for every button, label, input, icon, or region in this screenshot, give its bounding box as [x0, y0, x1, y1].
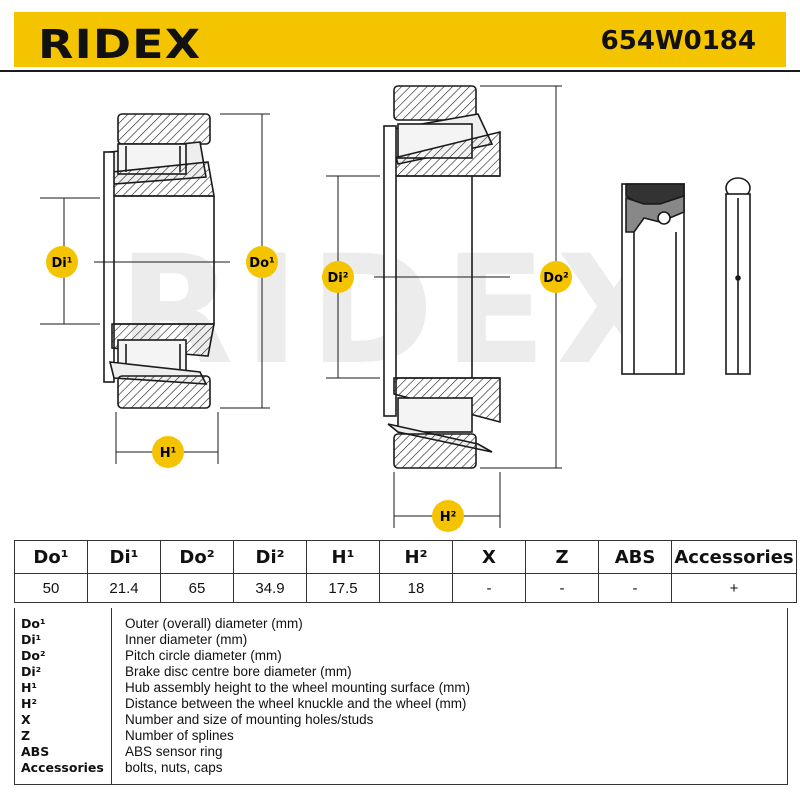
- bearing-2: [383, 85, 501, 469]
- legend-item: Do¹ Outer (overall) diameter (mm): [15, 616, 787, 632]
- spec-value: 17.5: [306, 573, 380, 603]
- legend-desc: Number and size of mounting holes/studs: [125, 712, 374, 727]
- legend-key: Accessories: [21, 760, 104, 775]
- spec-value: 34.9: [233, 573, 307, 603]
- legend-key: X: [21, 712, 31, 727]
- legend-desc: Pitch circle diameter (mm): [125, 648, 282, 663]
- spec-value-row: 50 21.4 65 34.9 17.5 18 - - - +: [14, 573, 797, 603]
- legend-desc: bolts, nuts, caps: [125, 760, 223, 775]
- bearing-1: [103, 113, 215, 409]
- spec-value: -: [525, 573, 599, 603]
- header: RIDEX 654W0184: [0, 0, 800, 72]
- legend-desc: ABS sensor ring: [125, 744, 223, 759]
- spec-header-row: Do¹ Di¹ Do² Di² H¹ H² X Z ABS Accessorie…: [14, 540, 797, 574]
- spec-value: +: [671, 573, 797, 603]
- legend-item: H¹ Hub assembly height to the wheel moun…: [15, 680, 787, 696]
- spec-header: Do¹: [14, 540, 88, 574]
- seal-part: [621, 183, 685, 375]
- header-band: RIDEX 654W0184: [14, 12, 786, 68]
- spec-header: X: [452, 540, 526, 574]
- spec-header: Accessories: [671, 540, 797, 574]
- spec-header: Di¹: [87, 540, 161, 574]
- label-h2: H²: [432, 500, 464, 532]
- legend-desc: Number of splines: [125, 728, 234, 743]
- legend-desc: Inner diameter (mm): [125, 632, 248, 647]
- legend-key: H²: [21, 696, 37, 711]
- legend-key: Di¹: [21, 632, 42, 647]
- spec-value: 50: [14, 573, 88, 603]
- legend-item: Di¹ Inner diameter (mm): [15, 632, 787, 648]
- spec-value: 18: [379, 573, 453, 603]
- svg-text:Do²: Do²: [543, 271, 568, 286]
- spec-header: Di²: [233, 540, 307, 574]
- legend-key: Do¹: [21, 616, 46, 631]
- legend-item: Accessories bolts, nuts, caps: [15, 760, 787, 776]
- legend-item: ABS ABS sensor ring: [15, 744, 787, 760]
- spec-header: Do²: [160, 540, 234, 574]
- legend-desc: Distance between the wheel knuckle and t…: [125, 696, 467, 711]
- svg-text:Di²: Di²: [328, 271, 349, 286]
- label-do2: Do²: [540, 261, 572, 293]
- spec-header: H²: [379, 540, 453, 574]
- legend-desc: Brake disc centre bore diameter (mm): [125, 664, 352, 679]
- spec-table: Do¹ Di¹ Do² Di² H¹ H² X Z ABS Accessorie…: [14, 540, 797, 603]
- legend-key: Z: [21, 728, 31, 743]
- svg-text:Di¹: Di¹: [52, 256, 73, 271]
- spec-value: 21.4: [87, 573, 161, 603]
- legend-item: Z Number of splines: [15, 728, 787, 744]
- cotter-pin: [725, 177, 751, 375]
- legend-key: H¹: [21, 680, 37, 695]
- legend-key: Do²: [21, 648, 46, 663]
- label-h1: H¹: [152, 436, 184, 468]
- legend-item: Di² Brake disc centre bore diameter (mm): [15, 664, 787, 680]
- legend-item: Do² Pitch circle diameter (mm): [15, 648, 787, 664]
- label-di2: Di²: [322, 261, 354, 293]
- legend-desc: Hub assembly height to the wheel mountin…: [125, 680, 471, 695]
- legend: Do¹ Outer (overall) diameter (mm) Di¹ In…: [14, 608, 788, 785]
- legend-divider: [111, 608, 112, 784]
- svg-text:Do¹: Do¹: [249, 256, 274, 271]
- svg-text:H¹: H¹: [160, 446, 177, 461]
- part-number: 654W0184: [600, 26, 756, 56]
- ridex-logo: RIDEX: [38, 22, 202, 68]
- legend-desc: Outer (overall) diameter (mm): [125, 616, 303, 631]
- legend-item: H² Distance between the wheel knuckle an…: [15, 696, 787, 712]
- spec-header: ABS: [598, 540, 672, 574]
- technical-drawing: RIDEX Di¹: [40, 85, 751, 532]
- watermark-text: RIDEX: [118, 224, 682, 398]
- legend-key: Di²: [21, 664, 42, 679]
- label-di1: Di¹: [46, 246, 78, 278]
- legend-key: ABS: [21, 744, 50, 759]
- svg-text:H²: H²: [440, 510, 457, 525]
- spec-value: -: [452, 573, 526, 603]
- spec-header: H¹: [306, 540, 380, 574]
- label-do1: Do¹: [246, 246, 278, 278]
- spec-header: Z: [525, 540, 599, 574]
- legend-item: X Number and size of mounting holes/stud…: [15, 712, 787, 728]
- spec-value: 65: [160, 573, 234, 603]
- spec-value: -: [598, 573, 672, 603]
